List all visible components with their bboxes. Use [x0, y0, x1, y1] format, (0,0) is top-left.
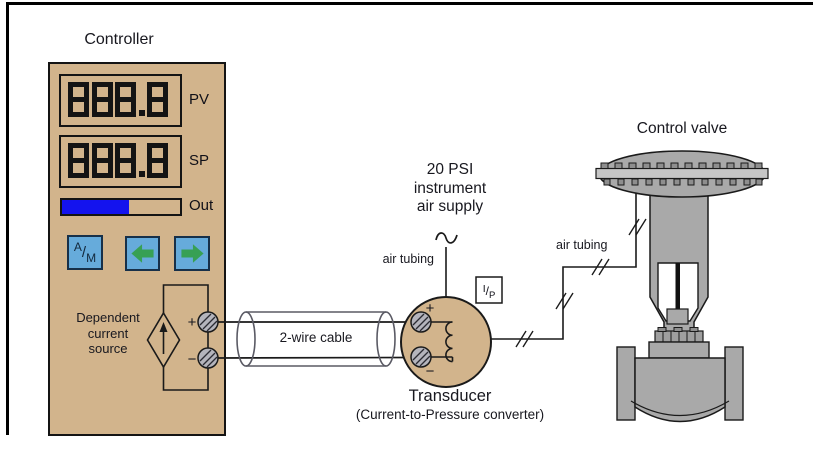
display-digit	[68, 82, 89, 117]
cable-label: 2-wire cable	[279, 330, 353, 345]
coil-icon	[445, 321, 453, 363]
transducer-graphic	[400, 193, 647, 388]
figure-border-top	[6, 2, 813, 5]
transducer-plus-sign: +	[426, 300, 435, 317]
valve-yoke	[649, 177, 709, 333]
transducer-subtitle: (Current-to-Pressure converter)	[355, 407, 545, 422]
display-digit	[68, 143, 89, 178]
valve-body-seam	[630, 400, 730, 416]
diaphragm-flange-band	[595, 167, 769, 180]
display-dot	[138, 171, 145, 177]
bonnet-flange	[648, 341, 710, 359]
diaphragm-bolts	[600, 162, 763, 186]
pv-label: PV	[189, 91, 210, 108]
display-digit	[91, 143, 113, 178]
air-tubing-label-right: air tubing	[556, 238, 608, 252]
pv-display	[59, 74, 182, 127]
ip-label: I/P	[482, 283, 496, 301]
display-digit	[115, 82, 136, 117]
display-digit	[147, 82, 168, 117]
transducer-title: Transducer	[408, 387, 492, 405]
out-label: Out	[189, 197, 214, 214]
output-bar	[60, 198, 182, 216]
sp-label: SP	[189, 152, 210, 169]
display-digit	[91, 82, 113, 117]
pipe-flange-right	[724, 346, 744, 421]
dependent-source-label: Dependent current source	[76, 310, 140, 356]
display-digit	[115, 143, 136, 178]
yoke-window	[657, 262, 699, 322]
diaphragm-actuator	[598, 150, 766, 198]
control-valve-graphic	[595, 150, 769, 423]
bonnet-bolt-row	[654, 330, 704, 343]
air-supply-squiggle	[435, 232, 458, 244]
pipe-flange-left	[616, 346, 636, 421]
valve-stem	[675, 263, 680, 313]
sp-display	[59, 135, 182, 188]
valve-body	[634, 357, 726, 423]
output-bar-fill	[62, 200, 130, 214]
controller-title: Controller	[84, 31, 154, 48]
control-valve-title: Control valve	[636, 120, 728, 137]
increment-button[interactable]	[174, 236, 210, 271]
air-tubing-line	[491, 193, 637, 340]
air-supply-label: 20 PSI instrument air supply	[413, 161, 487, 215]
arrow-left-icon	[131, 244, 154, 263]
air-tubing-label-left: air tubing	[382, 252, 434, 266]
display-dot	[138, 110, 145, 116]
arrow-right-icon	[180, 244, 204, 263]
controller-panel: PV SP Out A/M Dependent current source	[48, 62, 226, 436]
figure-border-left	[6, 2, 9, 435]
display-digit	[147, 143, 168, 178]
stem-connector	[666, 308, 689, 325]
auto-manual-button[interactable]: A/M	[67, 235, 103, 270]
transducer-minus-sign: −	[426, 363, 435, 380]
decrement-button[interactable]	[125, 236, 160, 271]
